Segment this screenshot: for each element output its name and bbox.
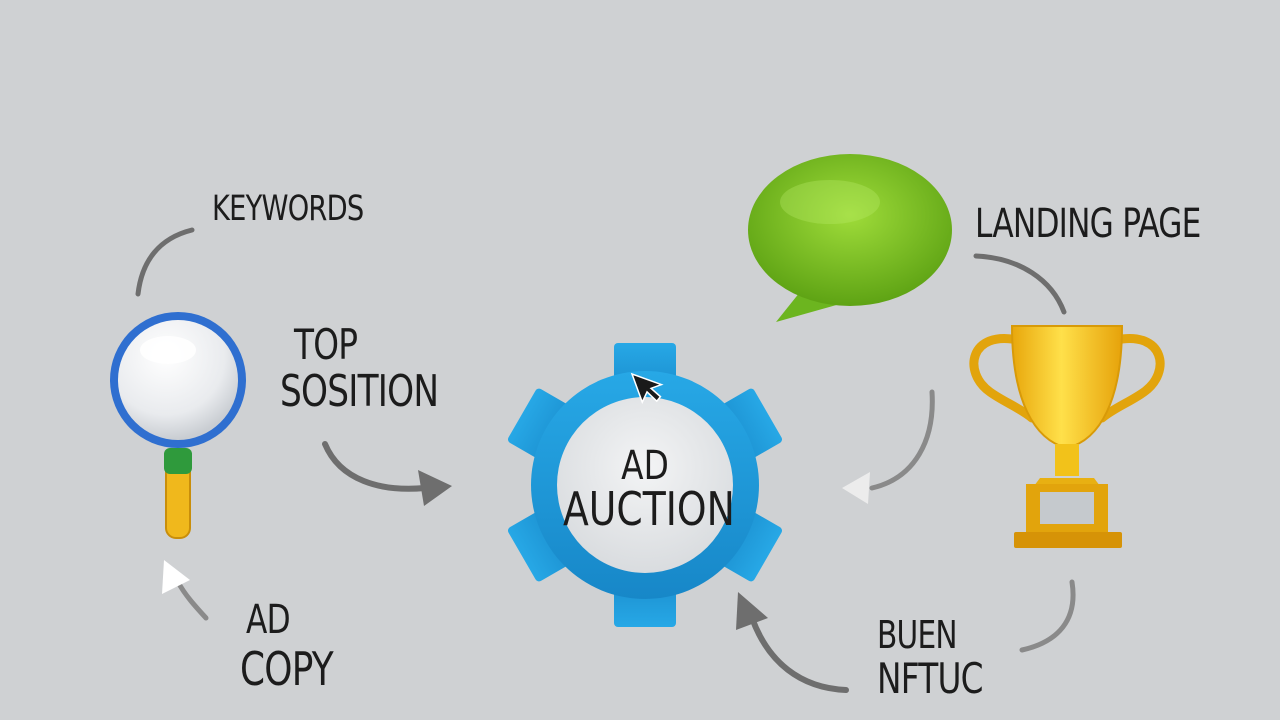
top-position-arrow	[322, 441, 452, 506]
speech-bubble-icon	[748, 154, 952, 322]
label-ad-copy-line1: AD	[246, 597, 291, 643]
bottom-right-arrow	[736, 592, 849, 693]
label-top-position-line2: SOSITION	[280, 366, 439, 417]
cursor-icon	[630, 372, 664, 405]
label-ad-copy-line2: COPY	[240, 642, 334, 696]
ad-copy-arrow	[162, 560, 209, 621]
trophy-icon	[969, 325, 1165, 548]
gear-icon	[507, 343, 783, 627]
label-top-position-line1: TOP	[294, 320, 358, 369]
magnifying-glass-icon	[110, 312, 246, 539]
landing-page-connector-arc	[973, 253, 1067, 315]
label-keywords: KEYWORDS	[212, 189, 364, 229]
label-ad-auction-line1: AD	[621, 443, 669, 489]
label-bottom-right-line1: BUEN	[877, 613, 958, 657]
label-landing-page: LANDING PAGE	[975, 201, 1201, 247]
label-ad-auction-line2: AUCTION	[563, 482, 735, 536]
keywords-connector-arc	[135, 227, 195, 297]
label-bottom-right-line2: NFTUC	[877, 654, 984, 703]
trophy-bottom-connector-arc	[1019, 579, 1076, 653]
trophy-to-auction-arrow	[842, 389, 935, 504]
